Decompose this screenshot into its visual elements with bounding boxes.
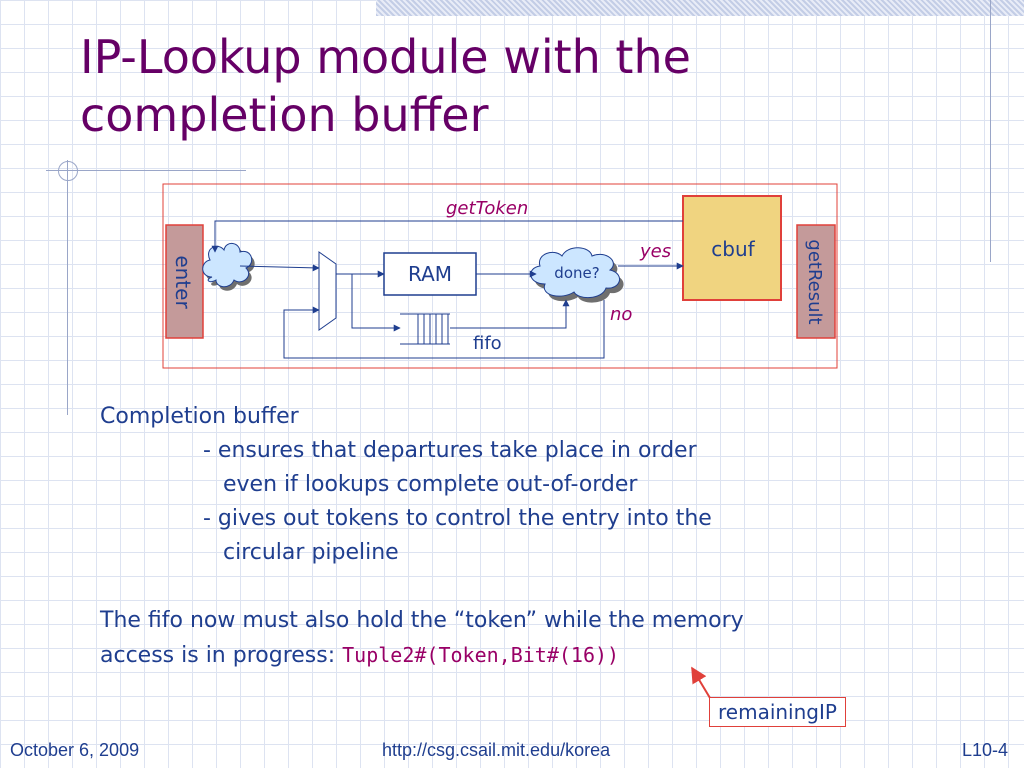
ram-box: RAM — [383, 252, 477, 296]
decorative-left-rule — [67, 160, 68, 415]
fifo-label: fifo — [473, 333, 502, 354]
decorative-right-rule — [990, 0, 991, 262]
getresult-box: getResult — [796, 224, 836, 339]
body-line-7: access is in progress: Tuple2#(Token,Bit… — [100, 638, 1000, 673]
cbuf-label: cbuf — [711, 237, 755, 261]
body-line-1: Completion buffer — [100, 404, 299, 429]
done-label: done? — [554, 264, 599, 282]
body-line-7-prefix: access is in progress: — [100, 643, 343, 668]
ram-label: RAM — [408, 262, 452, 286]
connectors — [211, 220, 684, 359]
done-cloud: done? — [530, 247, 624, 303]
enter-cloud — [202, 243, 255, 291]
decorative-circle — [58, 161, 78, 181]
body-line-3: even if lookups complete out-of-order — [223, 472, 638, 497]
slide-title-line-2: completion buffer — [80, 88, 489, 142]
slide-title: IP-Lookup module with the completion buf… — [80, 28, 691, 144]
cbuf-box: cbuf — [682, 195, 782, 301]
footer-url[interactable]: http://csg.csail.mit.edu/korea — [382, 740, 611, 760]
enter-box: enter — [165, 224, 204, 339]
module-frame — [162, 183, 838, 369]
no-label: no — [610, 304, 632, 325]
decorative-top-rule — [46, 170, 246, 171]
tuple-code: Tuple2#(Token,Bit#(16)) — [342, 643, 620, 667]
fifo: fifo — [400, 313, 502, 354]
getresult-label: getResult — [804, 239, 825, 324]
ip-lookup-diagram: enter getResult RAM fifo done? cbuf — [162, 183, 838, 369]
body-text: Completion buffer - ensures that departu… — [100, 400, 1000, 673]
yes-label: yes — [639, 241, 671, 262]
gettoken-label: getToken — [446, 198, 528, 219]
body-gap — [100, 570, 1000, 604]
remaining-ip-callout: remainingIP — [709, 697, 846, 727]
footer-date: October 6, 2009 — [10, 740, 140, 760]
decorative-top-bar — [376, 0, 1024, 16]
footer-page-number: L10-4 — [962, 740, 1009, 760]
body-line-4: - gives out tokens to control the entry … — [203, 506, 712, 531]
body-line-2: - ensures that departures take place in … — [203, 438, 697, 463]
body-line-5: circular pipeline — [223, 540, 399, 565]
body-line-6: The fifo now must also hold the “token” … — [100, 608, 744, 633]
callout-arrow — [691, 666, 711, 699]
slide-title-line-1: IP-Lookup module with the — [80, 30, 691, 84]
mux — [318, 251, 337, 331]
enter-label: enter — [171, 255, 195, 309]
